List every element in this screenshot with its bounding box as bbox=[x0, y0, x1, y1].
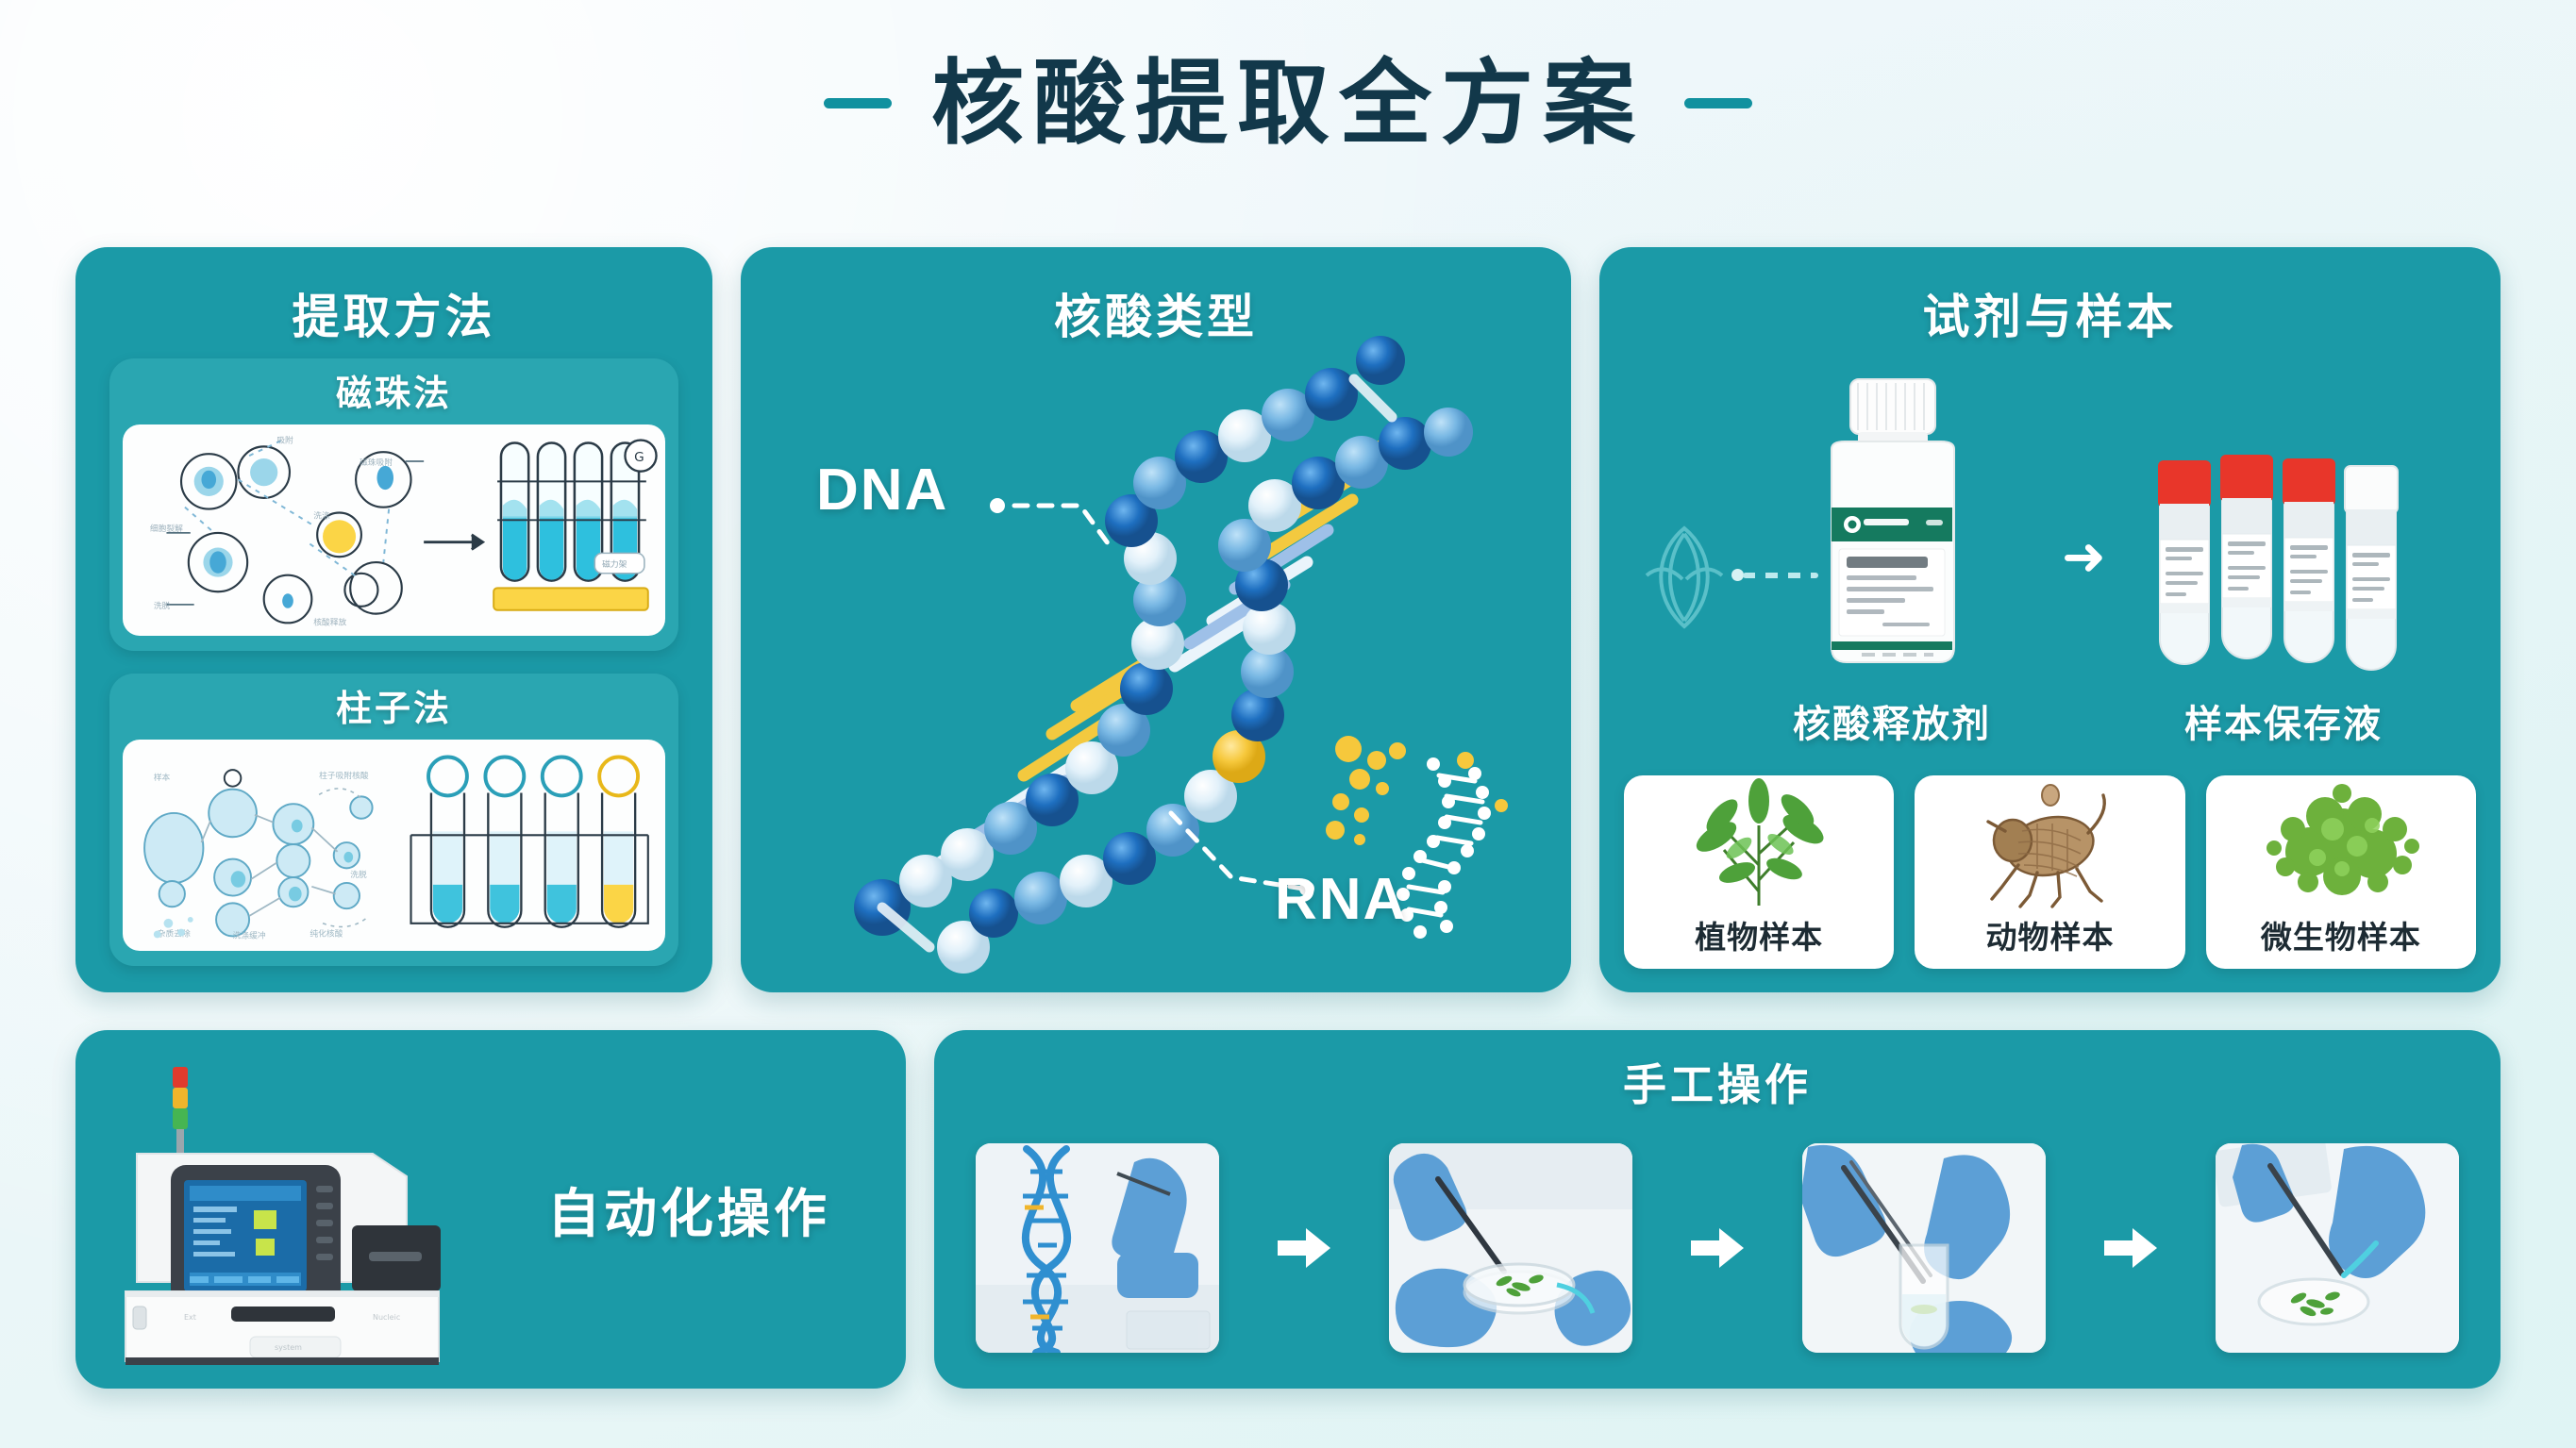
svg-text:洗脱: 洗脱 bbox=[154, 600, 171, 611]
method-card-title-column: 柱子法 bbox=[335, 689, 452, 729]
sample-card-plant[interactable]: 植物样本 bbox=[1624, 775, 1895, 969]
manual-step-4[interactable] bbox=[2216, 1143, 2459, 1353]
dna-double-helix-model bbox=[741, 247, 1571, 992]
product-preservation-fluid[interactable]: 样本保存液 bbox=[2128, 370, 2439, 748]
svg-text:磁珠吸附: 磁珠吸附 bbox=[360, 457, 393, 468]
svg-text:Ext: Ext bbox=[184, 1313, 196, 1322]
svg-text:细胞裂解: 细胞裂解 bbox=[150, 523, 183, 534]
reagent-bottle bbox=[1831, 378, 1955, 663]
magnetic-bead-diagram: 细胞裂解洗脱 吸附磁珠吸附 洗涤核酸释放 bbox=[123, 424, 665, 636]
panel-title-manual: 手工操作 bbox=[1623, 1060, 1812, 1109]
svg-text:核酸释放: 核酸释放 bbox=[313, 616, 346, 627]
panel-automation: Ext Nucleic system 自动化操作 bbox=[75, 1030, 906, 1389]
svg-text:洗涤: 洗涤 bbox=[313, 509, 330, 521]
page-header: 核酸提取全方案 bbox=[0, 42, 2576, 164]
manual-step-2[interactable] bbox=[1389, 1143, 1632, 1353]
panel-reagents-samples: 试剂与样本 bbox=[1599, 247, 2501, 992]
mite-insect-icon bbox=[1915, 775, 2184, 912]
svg-text:system: system bbox=[275, 1343, 302, 1352]
method-card-spin-column[interactable]: 柱子法 bbox=[109, 674, 678, 966]
product-name-releaser: 核酸释放剂 bbox=[1793, 704, 1991, 745]
connector-dashes bbox=[1743, 573, 1818, 578]
sample-name-plant: 植物样本 bbox=[1695, 920, 1824, 955]
spin-column-diagram: 样本 柱子吸附核酸 洗脱杂质去除 洗涤缓冲 纯化核酸 bbox=[123, 740, 665, 951]
panel-board: 提取方法 磁珠法 bbox=[75, 247, 2501, 1389]
product-releaser[interactable]: 核酸释放剂 bbox=[1741, 370, 2043, 748]
svg-text:洗涤缓冲: 洗涤缓冲 bbox=[233, 929, 266, 940]
product-name-preservation: 样本保存液 bbox=[2184, 704, 2383, 745]
svg-text:纯化核酸: 纯化核酸 bbox=[309, 927, 343, 939]
method-card-title-bead: 磁珠法 bbox=[335, 374, 452, 414]
title-dash-right bbox=[1684, 97, 1752, 108]
arrow-right-icon: ➜ bbox=[2062, 526, 2106, 586]
connector-dot bbox=[1731, 569, 1744, 581]
step-arrow-1 bbox=[1276, 1226, 1332, 1270]
sample-name-animal: 动物样本 bbox=[1985, 920, 2115, 955]
sample-card-row: 植物样本 bbox=[1624, 775, 2476, 969]
svg-text:杂质去除: 杂质去除 bbox=[158, 927, 191, 939]
automation-label: 自动化操作 bbox=[547, 1183, 830, 1243]
leaf-icon bbox=[1628, 521, 1741, 634]
method-card-magnetic-bead[interactable]: 磁珠法 bbox=[109, 358, 678, 651]
svg-text:洗脱: 洗脱 bbox=[350, 869, 367, 880]
label-dna: DNA bbox=[816, 458, 949, 523]
manual-step-1[interactable] bbox=[976, 1143, 1219, 1353]
panel-manual-operation: 手工操作 bbox=[934, 1030, 2501, 1389]
sample-name-microbe: 微生物样本 bbox=[2260, 920, 2421, 955]
lab-extraction-instrument: Ext Nucleic system bbox=[75, 1030, 547, 1389]
svg-text:柱子吸附核酸: 柱子吸附核酸 bbox=[319, 770, 369, 781]
microbe-colony-icon bbox=[2206, 775, 2476, 912]
plant-leaves-icon bbox=[1624, 775, 1894, 912]
panel-title-reagents: 试剂与样本 bbox=[1922, 291, 2178, 343]
panel-title-methods: 提取方法 bbox=[292, 291, 496, 343]
step-arrow-3 bbox=[2102, 1226, 2159, 1270]
svg-text:样本: 样本 bbox=[154, 772, 171, 783]
panel-title-types: 核酸类型 bbox=[1054, 291, 1258, 343]
sample-card-microbe[interactable]: 微生物样本 bbox=[2205, 775, 2476, 969]
sample-card-animal[interactable]: 动物样本 bbox=[1915, 775, 2185, 969]
manual-step-3[interactable] bbox=[1802, 1143, 2046, 1353]
title-dash-left bbox=[823, 97, 892, 108]
manual-step-flow bbox=[976, 1128, 2459, 1368]
svg-text:吸附: 吸附 bbox=[276, 434, 293, 445]
panel-nucleic-acid-types: 核酸类型 bbox=[741, 247, 1571, 992]
svg-text:G: G bbox=[634, 450, 644, 465]
sample-tubes bbox=[2158, 455, 2399, 671]
step-arrow-2 bbox=[1689, 1226, 1746, 1270]
panel-extraction-methods: 提取方法 磁珠法 bbox=[75, 247, 712, 992]
page-title: 核酸提取全方案 bbox=[930, 51, 1645, 155]
svg-text:Nucleic: Nucleic bbox=[373, 1313, 400, 1322]
label-rna: RNA bbox=[1275, 867, 1408, 932]
svg-text:磁力架: 磁力架 bbox=[602, 558, 627, 570]
